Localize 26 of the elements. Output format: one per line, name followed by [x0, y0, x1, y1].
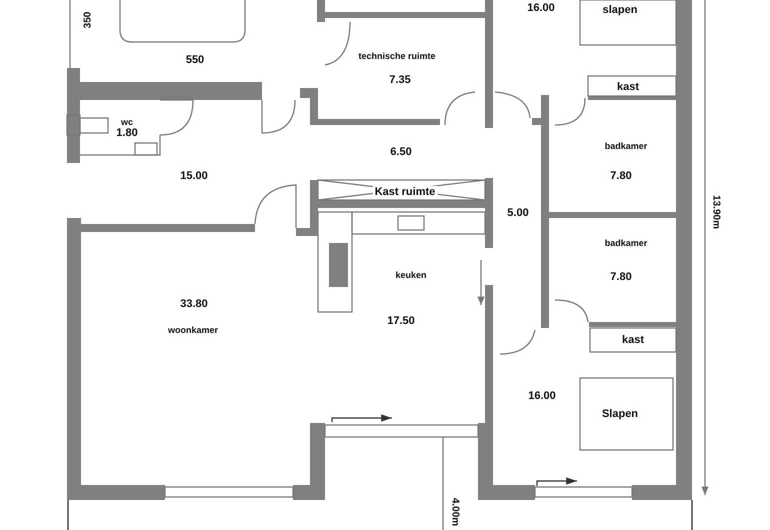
area-label: 16.00 [528, 390, 556, 402]
area-label: 5.00 [507, 207, 529, 219]
area-label: 17.50 [387, 315, 415, 327]
room-name: slapen [602, 4, 638, 16]
area-label: 7.80 [610, 170, 632, 182]
dimension-label: 350 [82, 12, 94, 28]
area-label: 7.80 [610, 271, 632, 283]
area-label: 6.50 [390, 146, 412, 158]
room-name: woonkamer [168, 325, 218, 335]
area-label: 16.00 [527, 2, 555, 14]
room-name: wc [121, 117, 133, 127]
area-label: 1.80 [116, 127, 138, 139]
dimension-label: 13.90m [710, 195, 722, 229]
room-name: keuken [395, 270, 427, 280]
room-name: kast [616, 81, 640, 93]
room-name: kast [622, 334, 644, 346]
room-name: Kast ruimte [372, 186, 438, 198]
area-label: 33.80 [180, 298, 208, 310]
room-name: badkamer [604, 238, 648, 248]
area-label: 550 [186, 54, 204, 66]
dimension-label: 4.00m [450, 498, 460, 526]
room-name: Slapen [602, 408, 638, 420]
area-label: 7.35 [389, 74, 411, 86]
room-name: technische ruimte [358, 51, 436, 61]
room-name: badkamer [604, 141, 648, 151]
area-label: 15.00 [180, 170, 208, 182]
